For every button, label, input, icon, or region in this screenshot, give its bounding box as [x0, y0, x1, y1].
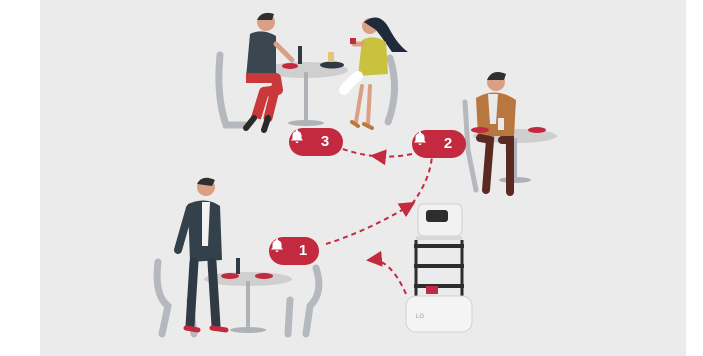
serving-robot: LG [405, 203, 473, 333]
scene-illustration: LG [153, 12, 557, 338]
badge-number: 3 [320, 133, 330, 150]
bottom-table-group [153, 177, 323, 338]
badge-table-3: 3 [289, 128, 343, 156]
bell-icon [291, 129, 319, 150]
chair-bottom-right [284, 264, 323, 338]
right-table-group [462, 72, 557, 196]
badge-table-2: 2 [412, 130, 466, 158]
route-segment-1-to-2 [411, 155, 433, 205]
restaurant-scene: LG 1 2 3 [40, 0, 686, 356]
robot-screen [426, 210, 448, 222]
chair-right-top [384, 54, 399, 126]
top-table-group [215, 12, 408, 133]
badge-number: 2 [443, 135, 453, 152]
robot-base [405, 295, 473, 333]
robot-logo: LG [416, 314, 424, 320]
bell-icon [271, 238, 297, 259]
route-arrow-2-to-3 [370, 149, 413, 166]
bell-icon [414, 131, 442, 152]
route-segment-2-to-3 [339, 147, 375, 157]
chair-left-top [215, 51, 249, 129]
route-arrow-1-to-2 [325, 201, 416, 245]
route-arrow-robot-to-1 [366, 250, 407, 295]
badge-number: 1 [298, 242, 308, 259]
badge-table-1: 1 [269, 237, 319, 265]
robot-route [325, 147, 433, 295]
